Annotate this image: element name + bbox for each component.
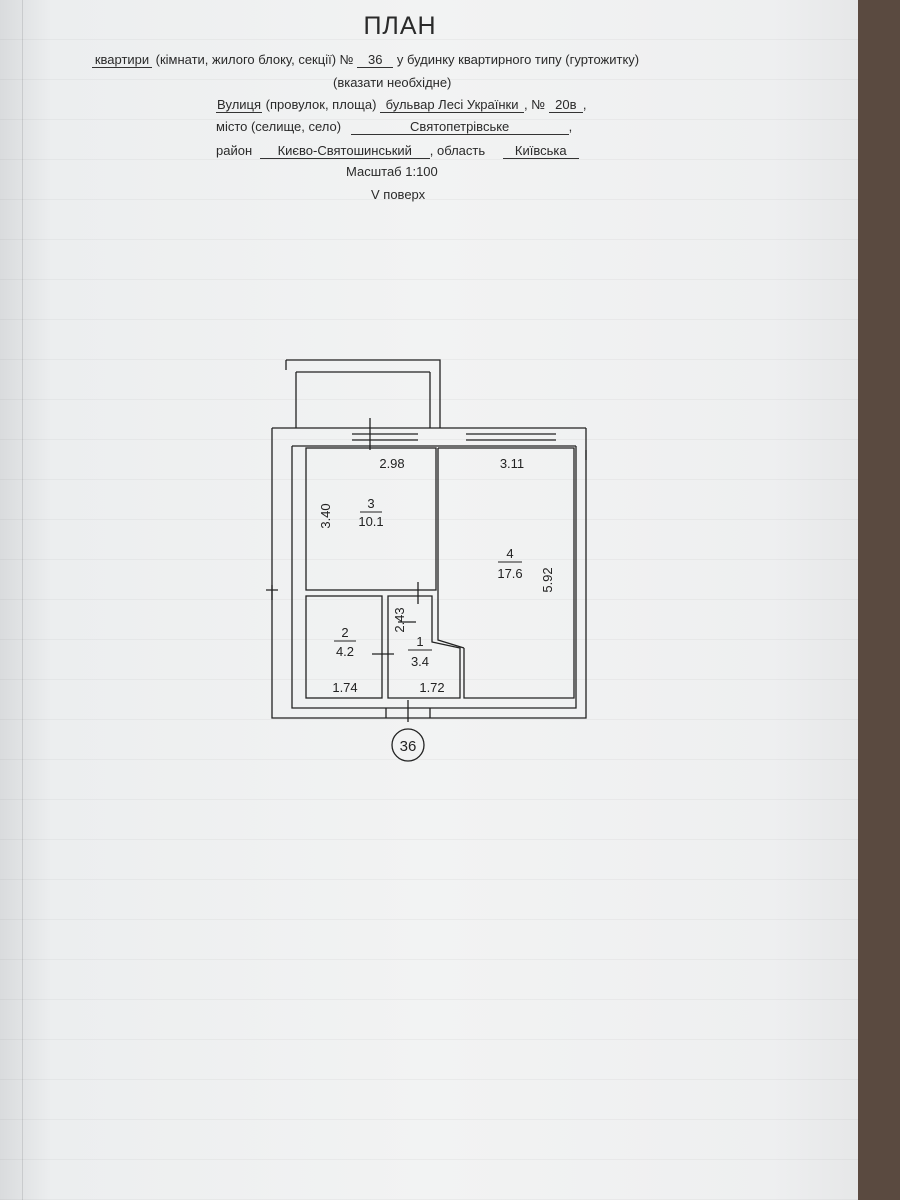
city-line: місто (селище, село) Святопетрівське, <box>216 119 573 135</box>
house-number: 20в <box>548 97 583 113</box>
floor-text: V поверх <box>371 187 426 202</box>
district-line: район Києво-Святошинський, область Київс… <box>216 143 579 159</box>
street-label-rest: (провулок, площа) <box>265 97 377 112</box>
room-4-height-label: 5.92 <box>540 567 555 592</box>
document-page: ПЛАН квартири (кімнати, жилого блоку, се… <box>0 0 858 1200</box>
room-4-width-label: 3.11 <box>500 456 524 471</box>
apartment-marker-circle <box>391 728 425 762</box>
district-label: район <box>216 143 253 158</box>
inner-wall-perimeter <box>291 446 577 709</box>
street-value: бульвар Лесі Українки <box>380 97 525 113</box>
room-2-outline <box>305 595 383 699</box>
room-3-number: 3 <box>367 496 374 511</box>
document-title: ПЛАН <box>363 12 437 40</box>
apartment-marker-number: 36 <box>400 738 417 755</box>
window-room-4 <box>466 427 556 447</box>
hint-text: (вказати необхідне) <box>333 75 452 90</box>
street-line: Вулиця (провулок, площа) бульвар Лесі Ук… <box>216 97 587 113</box>
city-label: місто (селище, село) <box>216 119 342 134</box>
room-2-width-label: 1.74 <box>332 680 357 695</box>
floor-plan-drawing: 2.98 3.11 3.40 5.92 2.43 1.74 1.72 3 10.… <box>266 359 587 762</box>
room-3-width-label: 2.98 <box>379 456 404 471</box>
room-4-outline <box>438 447 575 699</box>
room-4-area: 17.6 <box>497 566 522 581</box>
room-3-height-label: 3.40 <box>318 503 333 528</box>
apartment-type-word: квартири <box>92 52 152 68</box>
city-value: Святопетрівське <box>350 119 569 135</box>
district-value: Києво-Святошинський <box>259 143 430 159</box>
region-value: Київська <box>502 143 579 159</box>
street-label-word: Вулиця <box>216 97 262 113</box>
room-3-outline <box>305 447 437 591</box>
region-label: , область <box>429 143 486 158</box>
room-1-number: 1 <box>416 634 423 649</box>
header-line-1: квартири (кімнати, жилого блоку, секції)… <box>92 52 639 68</box>
apartment-number: 36 <box>357 52 394 68</box>
room-2-area: 4.2 <box>336 644 354 659</box>
apartment-type-rest: (кімнати, жилого блоку, секції) № <box>155 52 354 67</box>
room-4-number: 4 <box>506 546 513 561</box>
window-room-3 <box>352 427 418 447</box>
building-type-text: у будинку квартирного типу (гуртожитку) <box>396 52 640 67</box>
room-1-width-label: 1.72 <box>419 680 444 695</box>
balcony-outline <box>286 359 441 428</box>
entry-door <box>385 708 431 718</box>
room-1-outline <box>387 595 461 699</box>
outer-wall-perimeter <box>271 428 587 719</box>
scale-text: Масштаб 1:100 <box>346 164 438 179</box>
room-3-area: 10.1 <box>358 514 383 529</box>
room-1-area: 3.4 <box>411 654 429 669</box>
room-1-height-label: 2.43 <box>392 607 407 632</box>
room-2-number: 2 <box>341 625 348 640</box>
house-no-label: № <box>531 97 546 112</box>
